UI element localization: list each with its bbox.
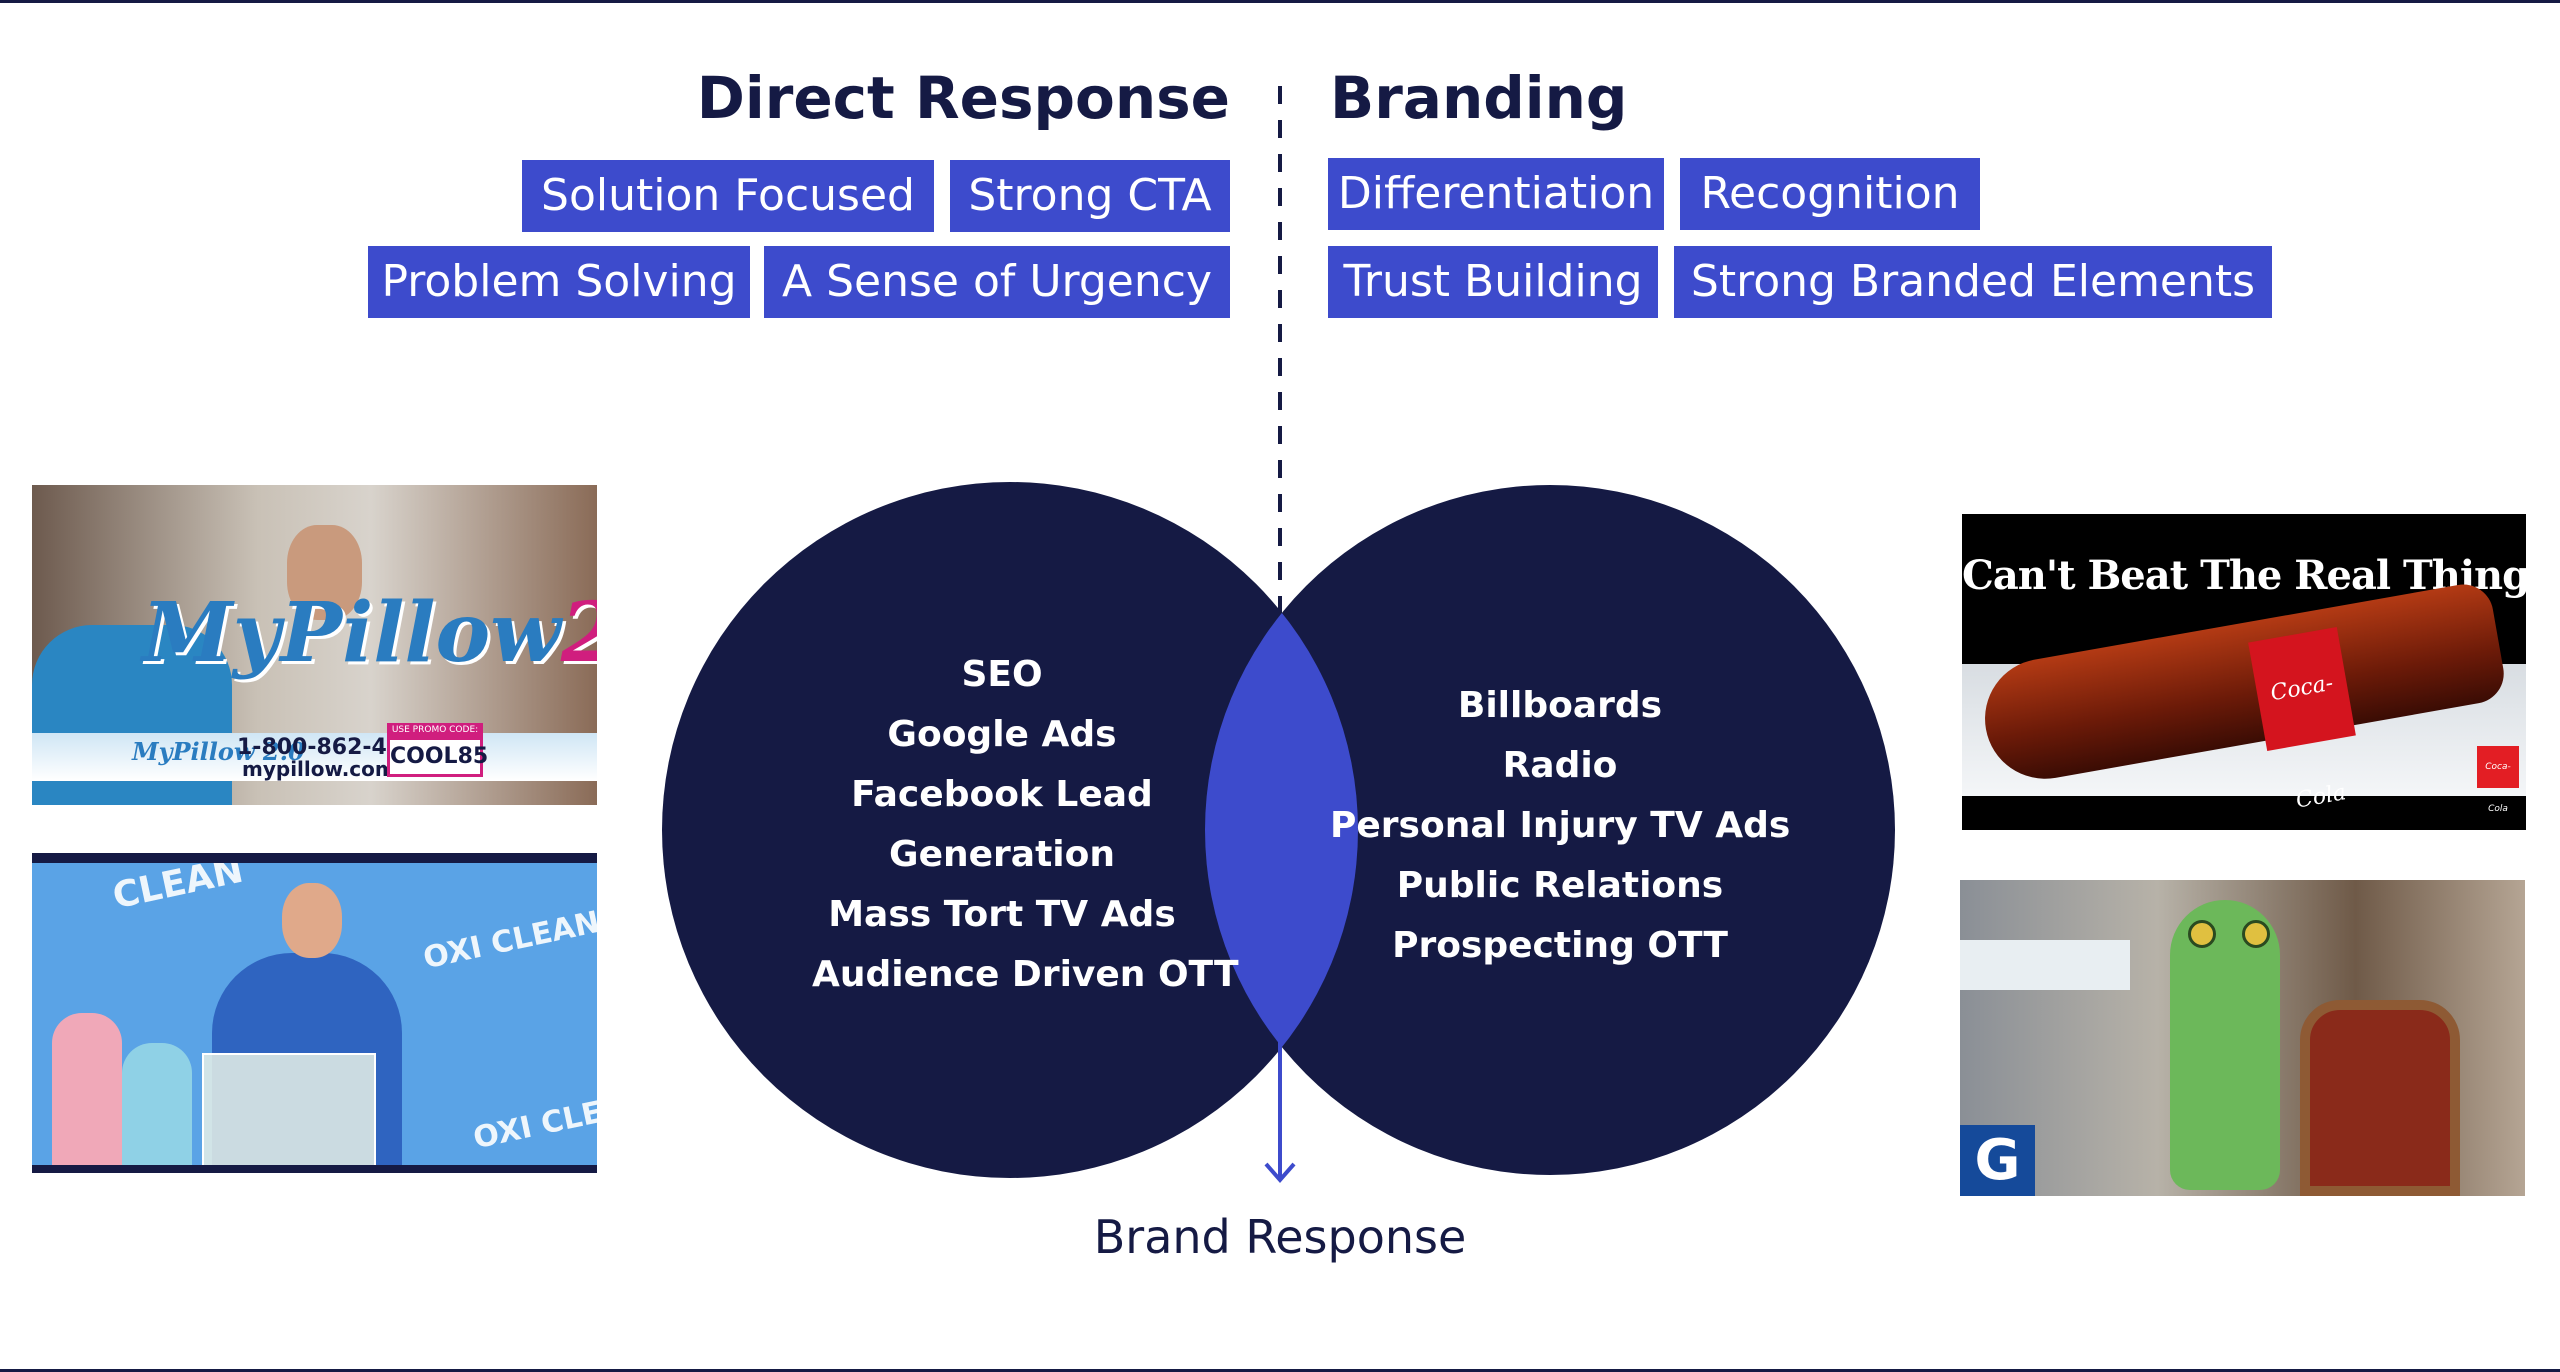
- gecko-eye: [2242, 920, 2270, 948]
- water-tank: [202, 1053, 376, 1165]
- branding-title: Branding: [1330, 64, 1628, 132]
- tag-strong-cta: Strong CTA: [950, 160, 1230, 232]
- tag-trust-building: Trust Building: [1328, 246, 1658, 318]
- mypillow-info-bar: MyPillow 2.0 1-800-862-4802 mypillow.com: [32, 733, 597, 781]
- person-face: [287, 525, 362, 620]
- channel-item: Public Relations: [1396, 865, 1724, 906]
- geico-ad-image: G: [1960, 880, 2525, 1196]
- channel-item: Google Ads: [887, 714, 1117, 755]
- coke-badge: Coca-Cola: [2477, 746, 2519, 814]
- geico-logo: G: [1960, 1125, 2035, 1196]
- channel-item: Prospecting OTT: [1392, 925, 1728, 966]
- mypillow-url: mypillow.com: [242, 757, 396, 781]
- channel-item: Personal Injury TV Ads: [1330, 805, 1791, 846]
- channel-item: Radio: [1502, 745, 1618, 786]
- person-shape: [52, 1013, 122, 1165]
- gecko-shape: [2170, 900, 2280, 1190]
- chair-shape: [2300, 1000, 2460, 1196]
- overlap-arrow-head: [1264, 1162, 1296, 1184]
- channel-item: Facebook Lead: [851, 774, 1153, 815]
- coke-bottle-label: Coca-Cola: [2248, 627, 2356, 814]
- tag-problem-solving: Problem Solving: [368, 246, 750, 318]
- tag-sense-of-urgency: A Sense of Urgency: [764, 246, 1230, 318]
- direct-response-title: Direct Response: [696, 64, 1230, 132]
- promo-code: COOL85: [387, 737, 488, 777]
- oxiclean-ad-image: CLEAN OXI CLEAN OXI CLEAN: [32, 853, 597, 1173]
- brand-response-label: Brand Response: [1093, 1210, 1467, 1264]
- channel-item: Mass Tort TV Ads: [828, 894, 1176, 935]
- tag-recognition: Recognition: [1680, 158, 1980, 230]
- gecko-eye: [2188, 920, 2216, 948]
- oxiclean-logo: OXI CLEAN: [470, 1084, 597, 1157]
- channel-item: SEO: [961, 654, 1043, 695]
- venn-left-circle: [662, 482, 1358, 1178]
- person-face: [282, 883, 342, 958]
- coca-cola-ad-image: Can't Beat The Real Thing. Coca-Cola Coc…: [1962, 514, 2526, 830]
- tag-strong-branded-elements: Strong Branded Elements: [1674, 246, 2272, 318]
- oxiclean-logo: OXI CLEAN: [420, 904, 597, 977]
- direct-response-channels: SEO Google Ads Facebook Lead Generation …: [812, 645, 1239, 1005]
- branding-channels: Billboards Radio Personal Injury TV Ads …: [1330, 676, 1790, 976]
- bottom-border: [0, 1369, 2560, 1372]
- channel-item: Billboards: [1457, 685, 1663, 726]
- table-shape: [1960, 940, 2130, 990]
- tag-solution-focused: Solution Focused: [522, 160, 934, 232]
- channel-item: Generation: [889, 834, 1115, 875]
- person-shape: [122, 1043, 192, 1165]
- mypillow-mini-logo: MyPillow 2.0: [132, 737, 305, 766]
- venn-right-circle: [1205, 485, 1895, 1175]
- promo-label: USE PROMO CODE:: [387, 723, 483, 737]
- dashed-divider: [1278, 86, 1282, 626]
- top-border: [0, 0, 2560, 3]
- channel-item: Audience Driven OTT: [812, 954, 1239, 995]
- tag-differentiation: Differentiation: [1328, 158, 1664, 230]
- oxiclean-logo: CLEAN: [109, 853, 247, 918]
